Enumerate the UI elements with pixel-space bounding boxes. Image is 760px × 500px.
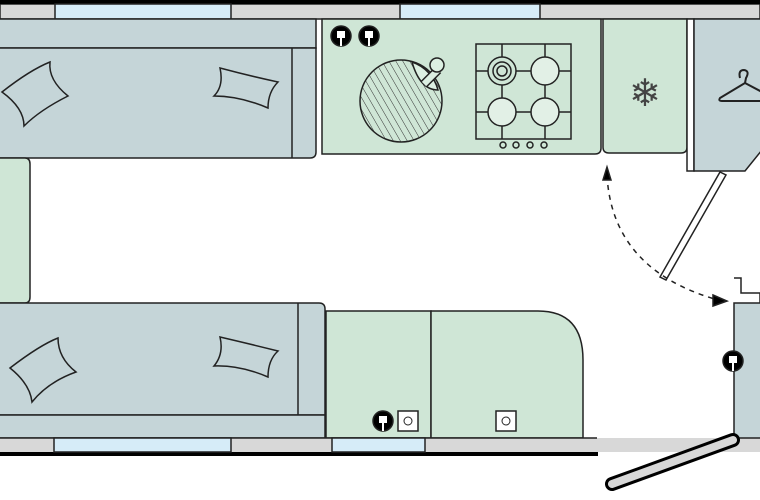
- cushion-icon: [0, 60, 70, 128]
- door-swing-arrow: [606, 174, 719, 301]
- cushion-icon: [8, 336, 78, 404]
- socket-icon: [372, 410, 394, 432]
- window: [399, 3, 541, 20]
- cushion-icon: [212, 66, 280, 110]
- wardrobe: [686, 18, 760, 172]
- window: [54, 3, 232, 20]
- sofa-bottom: [0, 302, 326, 439]
- cushion-icon: [212, 335, 280, 379]
- tv-point-icon: [397, 410, 419, 432]
- bottom-wall: [0, 437, 760, 456]
- hanger-icon: [718, 68, 760, 102]
- wardrobe-door[interactable]: [658, 171, 728, 281]
- socket-icon: [330, 25, 352, 47]
- entrance-door[interactable]: [605, 433, 740, 491]
- sink-icon: [359, 57, 445, 143]
- tv-point-icon: [495, 410, 517, 432]
- socket-icon: [358, 25, 380, 47]
- bottom-units: [325, 310, 584, 439]
- fridge: ❄: [602, 18, 688, 154]
- window: [331, 437, 426, 453]
- front-unit: [0, 157, 31, 304]
- arrow-head: [712, 293, 730, 308]
- top-wall: [0, 0, 760, 20]
- arrow-head: [601, 164, 613, 181]
- hob-icon: [475, 43, 572, 149]
- kitchen-unit: [321, 18, 602, 155]
- socket-icon: [722, 350, 744, 372]
- snowflake-icon: ❄: [629, 71, 661, 115]
- sofa-top: [0, 18, 317, 159]
- washroom-wall: [722, 277, 760, 439]
- window: [53, 437, 232, 453]
